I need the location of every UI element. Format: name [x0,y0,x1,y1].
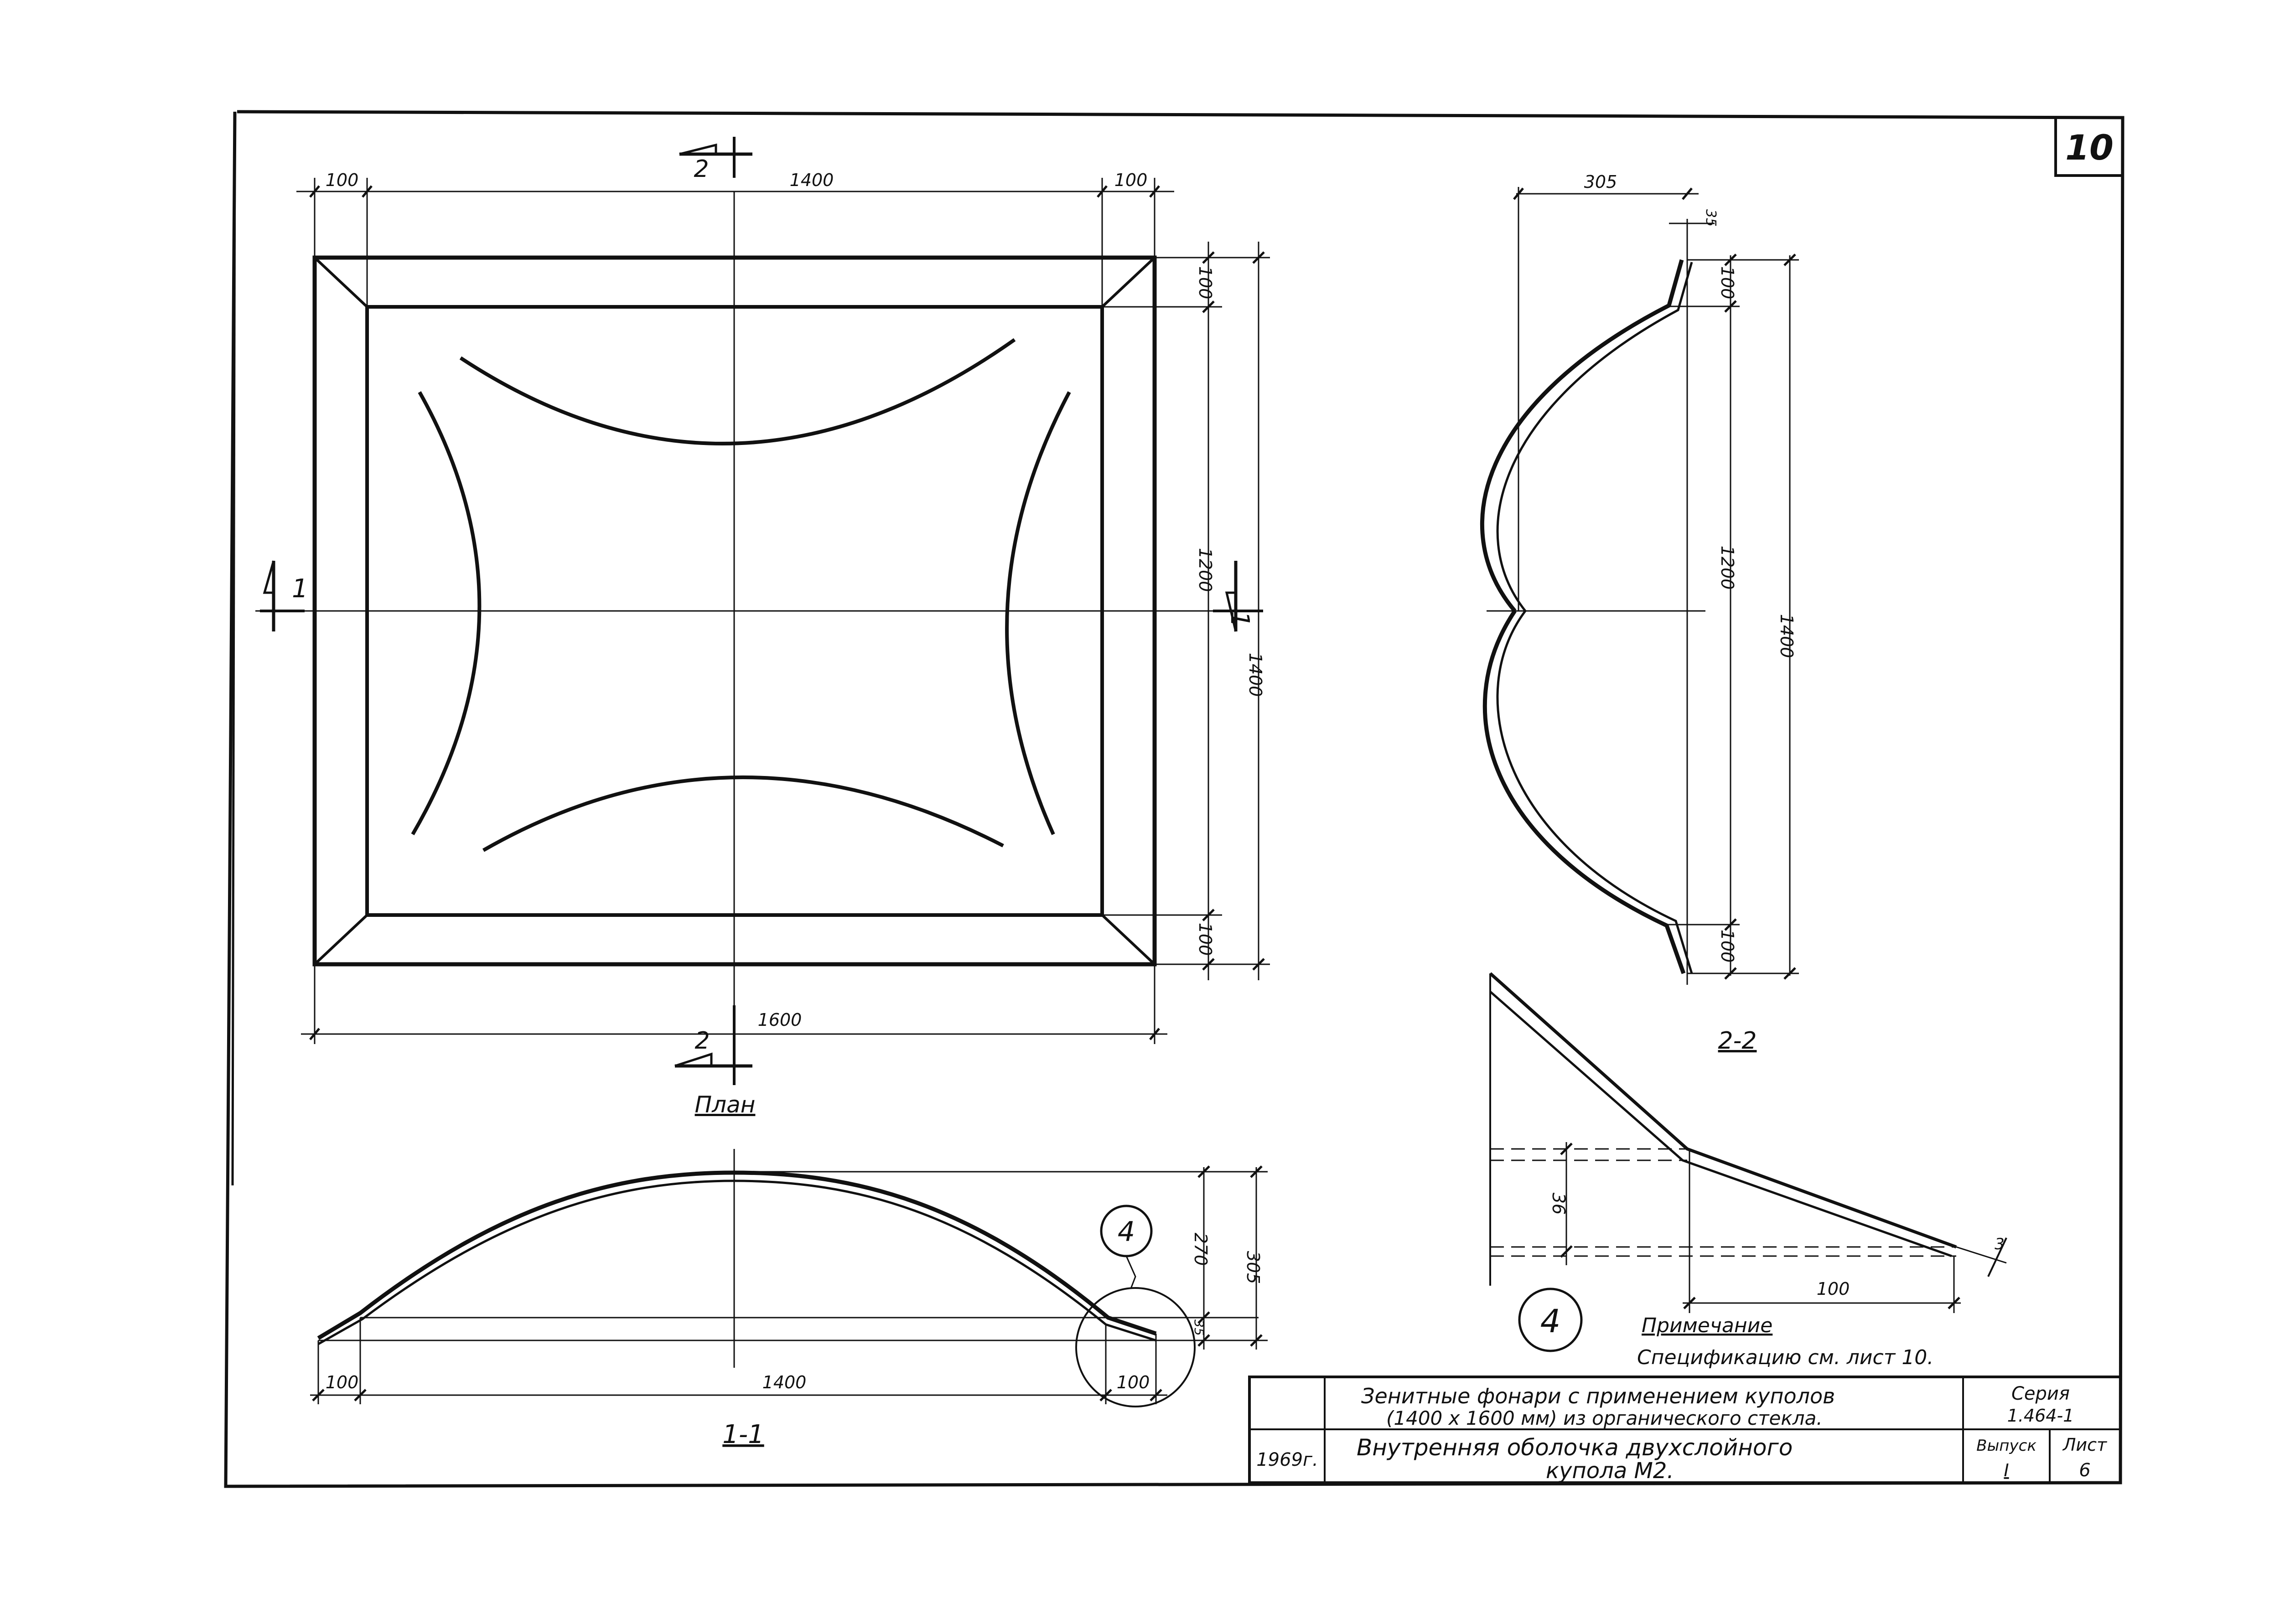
plan-dim-right-middle: 1200 [1195,548,1215,592]
section-2-2-dim-top-small: 35 [1703,209,1719,227]
section-mark-left: 1 [260,560,308,631]
detail-4-dim-horizontal: 100 [1817,1279,1850,1299]
plan-dim-right-bottom: 100 [1195,923,1215,956]
section-mark-bottom: 2 [674,1005,752,1085]
detail-4-view: 36 100 3 4 [1489,972,2007,1352]
title-year: 1969г. [1256,1449,1318,1470]
plan-dim-bottom: 1600 [301,964,1167,1044]
plan-dim-right: 100 1200 100 1400 [1102,242,1270,980]
plan-title: План [695,1091,756,1118]
section-2-2-dim-right-middle: 1200 [1717,546,1737,590]
section-1-1-dim-height-overall: 305 [1243,1251,1263,1284]
section-1-1-detail-circle [1075,1287,1196,1407]
section-2-2-dim-right-bottom: 100 [1717,930,1737,963]
plan-dim-top-middle: 1400 [790,170,834,190]
plan-dim-top: 100 1400 100 [296,170,1174,307]
section-mark-left-label: 1 [292,574,308,604]
section-mark-top-label: 2 [694,155,709,183]
title-issue-value: I [2004,1460,2009,1480]
plan-view: 2 2 1 1 [255,137,1270,1118]
title-issue-label: Выпуск [1976,1437,2036,1455]
section-2-2-dim-right-overall: 1400 [1777,614,1797,658]
section-1-1-dim-middle: 1400 [762,1372,807,1392]
plan-dim-top-left: 100 [326,170,359,190]
detail-4-dim-vertical: 36 [1549,1193,1569,1215]
title-series-value: 1.464-1 [2007,1406,2074,1426]
section-1-1-dim-left: 100 [326,1372,359,1392]
corner-number-box: 10 [2054,118,2123,177]
section-1-1-dim-height-inner: 270 [1191,1233,1211,1266]
section-mark-bottom-label: 2 [694,1027,710,1055]
title-drawing-line1: Внутренняя оболочка двухслойного [1357,1434,1793,1461]
note-heading: Примечание [1642,1314,1772,1337]
title-series-label: Серия [2011,1383,2070,1404]
plan-dim-right-top: 100 [1195,266,1215,300]
title-sheet-label: Лист [2062,1435,2108,1455]
section-2-2-dim-right-top: 100 [1717,266,1737,300]
title-sheet-value: 6 [2079,1460,2090,1481]
section-mark-top: 2 [679,137,752,183]
detail-4-dim-thickness: 3 [1995,1235,2005,1253]
section-1-1-view: 270 305 35 100 1400 100 4 1-1 [310,1149,1268,1449]
title-project-line1: Зенитные фонари с применением куполов [1361,1384,1835,1408]
section-1-1-dim-height-small: 35 [1192,1319,1207,1336]
section-mark-right-label: 1 [1225,611,1254,627]
section-2-2-dim-top-width: 305 [1584,172,1617,192]
section-2-2-title: 2-2 [1718,1027,1757,1055]
corner-number: 10 [2065,127,2114,168]
plan-dim-top-right: 100 [1114,170,1148,190]
section-2-2-view: 305 35 100 1200 100 1400 2-2 [1480,172,1799,1055]
title-block: Зенитные фонари с применением куполов (1… [1248,1376,2122,1484]
section-1-1-title: 1-1 [722,1420,764,1449]
title-project-line2: (1400 x 1600 мм) из органического стекла… [1386,1407,1823,1429]
detail-4-label: 4 [1540,1303,1561,1340]
section-mark-right: 1 [1213,561,1263,632]
plan-dim-bottom-overall: 1600 [758,1010,802,1030]
frame-left-inner [231,111,236,1186]
section-1-1-callout-number: 4 [1118,1216,1135,1248]
plan-dim-right-overall: 1400 [1245,653,1265,697]
note-text: Спецификацию см. лист 10. [1637,1346,1933,1369]
section-1-1-dim-right: 100 [1117,1372,1150,1392]
note-block: Примечание Спецификацию см. лист 10. [1637,1314,1933,1369]
title-drawing-line2: купола М2. [1546,1458,1674,1484]
